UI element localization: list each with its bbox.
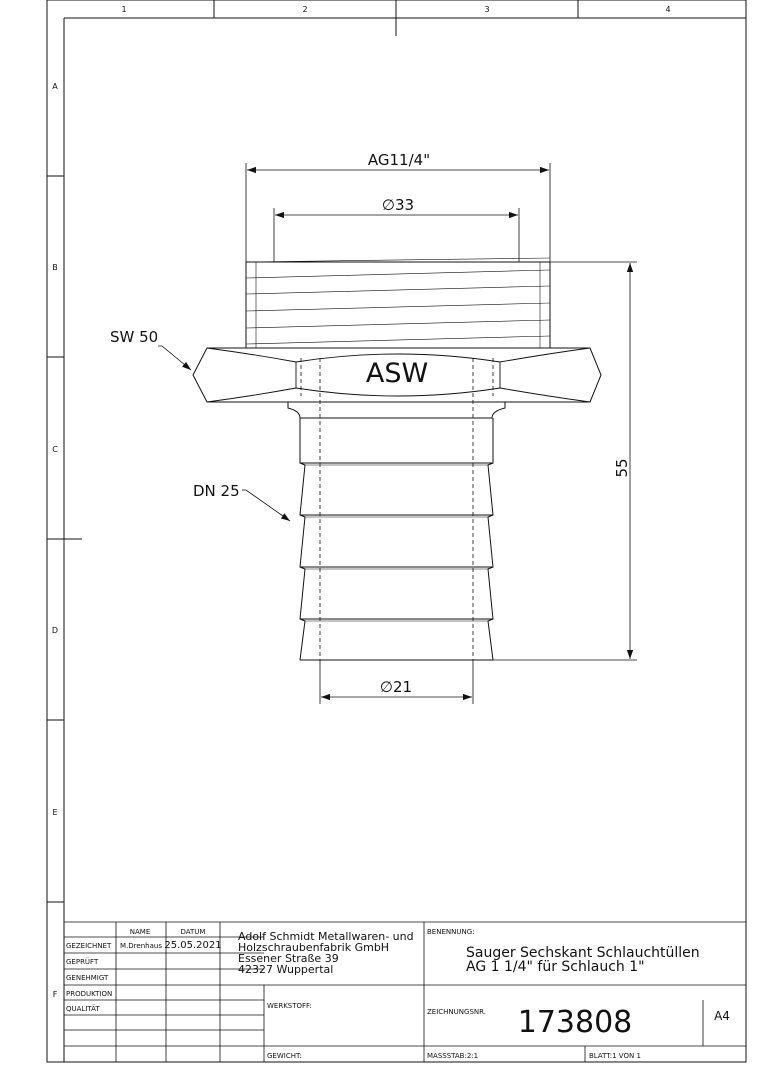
row-label: D [52,626,58,635]
hex-nut [192,347,602,403]
thread-line [245,269,551,279]
gewicht-label: GEWICHT: [267,1052,302,1060]
company-line: Holzschraubenfabrik GmbH [238,941,389,954]
drawing-frame [46,0,747,1063]
barb-right-profile [487,418,494,661]
thread-line [245,302,551,312]
row-label: B [52,263,58,272]
scale: MASSSTAB:2:1 [427,1052,478,1060]
tb-row-label: PRODUKTION [66,990,112,998]
title-block: NAME DATUM GEZEICHNET M.Drenhaus 25.05.2… [66,928,730,1060]
company-line: Adolf Schmidt Metallwaren- und [238,930,414,943]
tb-row-label: GEZEICHNET [66,942,112,950]
outer-border [46,0,747,1063]
dim-text-height: 55 [613,458,631,477]
drawing-number: 173808 [518,1005,633,1040]
collar [287,401,506,419]
callout-nominal-size: DN 25 [193,482,240,500]
tb-row-label: GEPRÜFT [66,957,99,966]
barb-left-profile [299,418,306,661]
drawing-title-line-2: AG 1 1/4" für Schlauch 1" [466,959,645,975]
sheet-count: BLATT:1 VON 1 [589,1052,641,1060]
row-label: C [52,445,58,454]
hose-barb [287,401,506,661]
tb-row-label: QUALITÄT [66,1004,100,1013]
tb-row-date: 25.05.2021 [164,940,221,951]
callout-wrench-size: SW 50 [110,328,158,346]
hex-face-edges [206,347,591,403]
tb-header-date: DATUM [181,928,206,936]
benennung-label: BENENNUNG: [427,928,475,936]
dim-text-diameter-21: ∅21 [380,678,412,696]
col-label: 4 [665,5,670,14]
col-label: 1 [121,5,126,14]
company-line: Essener Straße 39 [238,952,339,965]
thread-section [245,257,551,349]
dim-text-diameter-33: ∅33 [382,196,414,214]
row-label: E [52,808,57,817]
row-label: F [53,990,58,999]
werkstoff-label: WERKSTOFF: [267,1002,312,1010]
title-block-lines [64,921,746,1062]
hidden-bore [300,358,494,660]
zeichnungsnr-label: ZEICHNUNGSNR. [427,1008,486,1016]
tb-header-name: NAME [130,928,151,936]
thread-line [245,319,551,329]
leader-dn [242,489,291,522]
part-marking: ASW [366,358,428,389]
thread-outline [245,261,551,349]
tb-row-label: GENEHMIGT [66,974,109,982]
sheet-format: A4 [714,1009,730,1023]
col-label: 2 [302,5,307,14]
frame-labels: 1 2 3 4 A B C D E F [52,5,671,999]
company-line: 42327 Wuppertal [238,963,333,976]
leader-sw [158,345,192,371]
col-label: 3 [484,5,489,14]
thread-line [245,285,551,295]
thread-line [245,335,551,345]
dim-text-thread: AG11/4" [368,151,430,169]
row-label: A [52,82,58,91]
dimension-texts: AG11/4" ∅33 ∅21 55 SW 50 DN 25 [110,151,631,696]
thread-line [245,257,551,263]
drawing-title-line-1: Sauger Sechskant Schlauchtüllen [466,945,700,961]
tb-row-name: M.Drenhaus [120,942,162,950]
part-drawing [192,257,602,661]
dimensions [158,163,637,704]
